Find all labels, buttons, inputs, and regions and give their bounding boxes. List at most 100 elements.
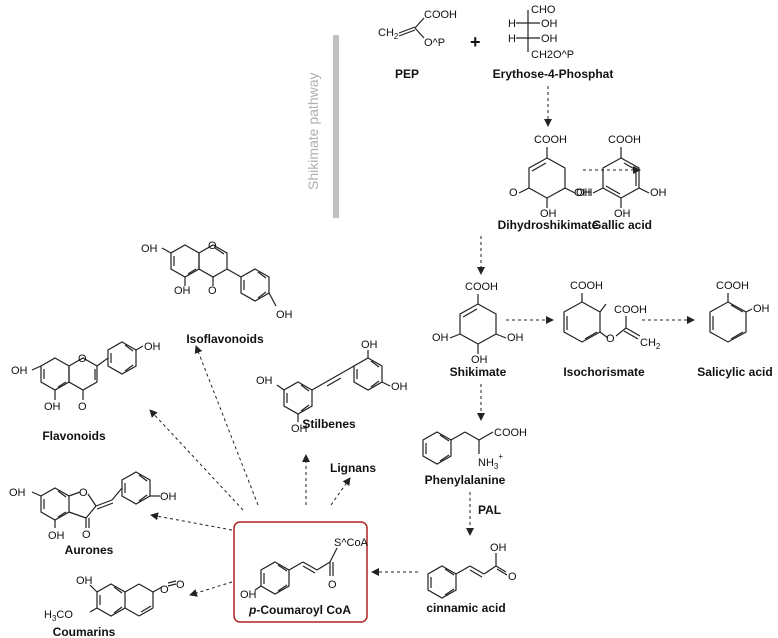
shikimate-oh-left: OH bbox=[432, 332, 449, 344]
shikimate-structure: COOH OH OH OH bbox=[432, 281, 524, 366]
gallic-acid-structure: COOH OH OH OH bbox=[574, 134, 667, 220]
isoflavonoids-label: Isoflavonoids bbox=[186, 332, 264, 346]
aurone-ring-o: O bbox=[79, 487, 88, 499]
plus-sign: + bbox=[470, 32, 481, 52]
dhs-oxo: O bbox=[509, 187, 518, 199]
stilbene-oh-bottom: OH bbox=[291, 423, 308, 435]
e4p-h2: H bbox=[508, 33, 516, 45]
isochor-cooh1: COOH bbox=[570, 280, 603, 292]
e4p-ch2op: CH2O^P bbox=[531, 49, 574, 61]
e4p-oh1: OH bbox=[541, 18, 558, 30]
flavonoid-structure: O O OH OH OH bbox=[11, 341, 161, 413]
pal-enzyme-label: PAL bbox=[478, 503, 501, 517]
salicylic-oh: OH bbox=[753, 303, 770, 315]
pep-ch2: CH2 bbox=[378, 27, 399, 41]
aurone-oxo: O bbox=[82, 529, 91, 541]
isoflav-oh-7: OH bbox=[141, 243, 158, 255]
salicylic-acid-structure: COOH OH bbox=[709, 280, 770, 343]
salicylic-cooh: COOH bbox=[716, 280, 749, 292]
dhs-cooh: COOH bbox=[534, 134, 567, 146]
isochorismate-structure: COOH O COOH CH2 bbox=[563, 280, 661, 351]
pep-cooh: COOH bbox=[424, 9, 457, 21]
phenylalanine-structure: COOH NH3+ bbox=[422, 427, 527, 471]
arrow-to-lignans bbox=[330, 477, 351, 506]
arrow-to-coumarins bbox=[189, 581, 233, 597]
coumaroyl-coa-label: p-Coumaroyl CoA bbox=[248, 603, 351, 617]
isoflav-oh-5: OH bbox=[174, 285, 191, 297]
flav-ring-o: O bbox=[78, 353, 87, 365]
isochor-ether-o: O bbox=[606, 333, 615, 345]
isochorismate-label: Isochorismate bbox=[563, 365, 645, 379]
aurone-structure: O O OH OH OH bbox=[9, 471, 177, 542]
coumaroyl-s-coa: S^CoA bbox=[334, 537, 369, 549]
e4p-cho: CHO bbox=[531, 4, 556, 16]
isochor-ch2: CH2 bbox=[640, 337, 661, 351]
e4p-h1: H bbox=[508, 18, 516, 30]
isochor-cooh2: COOH bbox=[614, 304, 647, 316]
coumarin-oh: OH bbox=[76, 575, 93, 587]
coumaroyl-oxo: O bbox=[328, 579, 337, 591]
coumaroyl-coa-highlight-box bbox=[233, 521, 368, 623]
dihydroshikimate-label: Dihydroshikimate bbox=[498, 218, 599, 232]
gallic-oh-bottom: OH bbox=[614, 208, 631, 220]
pep-label: PEP bbox=[395, 67, 419, 81]
dhs-oh-right: OH bbox=[576, 187, 593, 199]
coumarin-ring-o: O bbox=[160, 584, 169, 596]
aurone-oh-6: OH bbox=[9, 487, 26, 499]
shikimate-cooh: COOH bbox=[465, 281, 498, 293]
gallic-acid-label: Gallic acid bbox=[592, 218, 652, 232]
isoflav-oxo: O bbox=[208, 285, 217, 297]
arrow-to-aurones bbox=[150, 512, 233, 531]
pep-op: O^P bbox=[424, 37, 445, 49]
shikimate-sidebar-bar bbox=[333, 35, 339, 218]
arrow-to-flavonoids bbox=[149, 409, 244, 511]
phenylalanine-label: Phenylalanine bbox=[425, 473, 506, 487]
dhs-oh-bottom: OH bbox=[540, 208, 557, 220]
lignans-label: Lignans bbox=[330, 461, 376, 475]
cinnamic-acid-label: cinnamic acid bbox=[426, 601, 505, 615]
e4p-oh2: OH bbox=[541, 33, 558, 45]
e4p-label: Erythose-4-Phosphat bbox=[493, 67, 614, 81]
shikimate-sidebar-label: Shikimate pathway bbox=[305, 72, 321, 190]
shikimate-oh-bottom: OH bbox=[471, 354, 488, 366]
stilbene-structure: OH OH OH OH bbox=[256, 339, 408, 435]
pep-structure: CH2 COOH O^P bbox=[378, 9, 457, 49]
shikimate-oh-right: OH bbox=[507, 332, 524, 344]
flav-oh-7: OH bbox=[11, 365, 28, 377]
coumaroyl-coa-structure: OH S^CoA O bbox=[240, 537, 369, 601]
isoflav-oh-4p: OH bbox=[276, 309, 293, 321]
coumarin-structure: O O OH H3CO bbox=[44, 575, 185, 623]
aurones-label: Aurones bbox=[65, 543, 114, 557]
stilbene-oh-right: OH bbox=[391, 381, 408, 393]
flav-oh-4p: OH bbox=[144, 341, 161, 353]
gallic-oh-left: OH bbox=[574, 187, 591, 199]
coumarin-methoxy: H3CO bbox=[44, 609, 73, 623]
cinnamic-acid-structure: OH O bbox=[427, 542, 517, 599]
aurone-oh-3p: OH bbox=[160, 491, 177, 503]
cinnamic-oxo: O bbox=[508, 571, 517, 583]
phe-nh3: NH3+ bbox=[478, 452, 503, 471]
isoflavonoid-structure: O O OH OH OH bbox=[141, 240, 293, 321]
phe-cooh: COOH bbox=[494, 427, 527, 439]
isoflav-ring-o: O bbox=[208, 240, 217, 252]
dihydroshikimate-structure: COOH O OH OH bbox=[509, 134, 593, 220]
arrow-to-isoflavonoids bbox=[194, 345, 259, 506]
shikimate-label: Shikimate bbox=[450, 365, 507, 379]
coumarin-oxo: O bbox=[176, 579, 185, 591]
stilbene-oh-top: OH bbox=[361, 339, 378, 351]
coumarins-label: Coumarins bbox=[53, 625, 116, 638]
cinnamic-oh: OH bbox=[490, 542, 507, 554]
stilbenes-label: Stilbenes bbox=[302, 417, 356, 431]
flavonoids-label: Flavonoids bbox=[42, 429, 106, 443]
gallic-cooh: COOH bbox=[608, 134, 641, 146]
stilbene-oh-left: OH bbox=[256, 375, 273, 387]
e4p-structure: CHO H OH H OH CH2O^P bbox=[508, 4, 574, 61]
gallic-oh-right: OH bbox=[650, 187, 667, 199]
flav-oxo: O bbox=[78, 401, 87, 413]
coumaroyl-oh: OH bbox=[240, 589, 257, 601]
flav-oh-5: OH bbox=[44, 401, 61, 413]
salicylic-acid-label: Salicylic acid bbox=[697, 365, 772, 379]
aurone-oh-4: OH bbox=[48, 530, 65, 542]
